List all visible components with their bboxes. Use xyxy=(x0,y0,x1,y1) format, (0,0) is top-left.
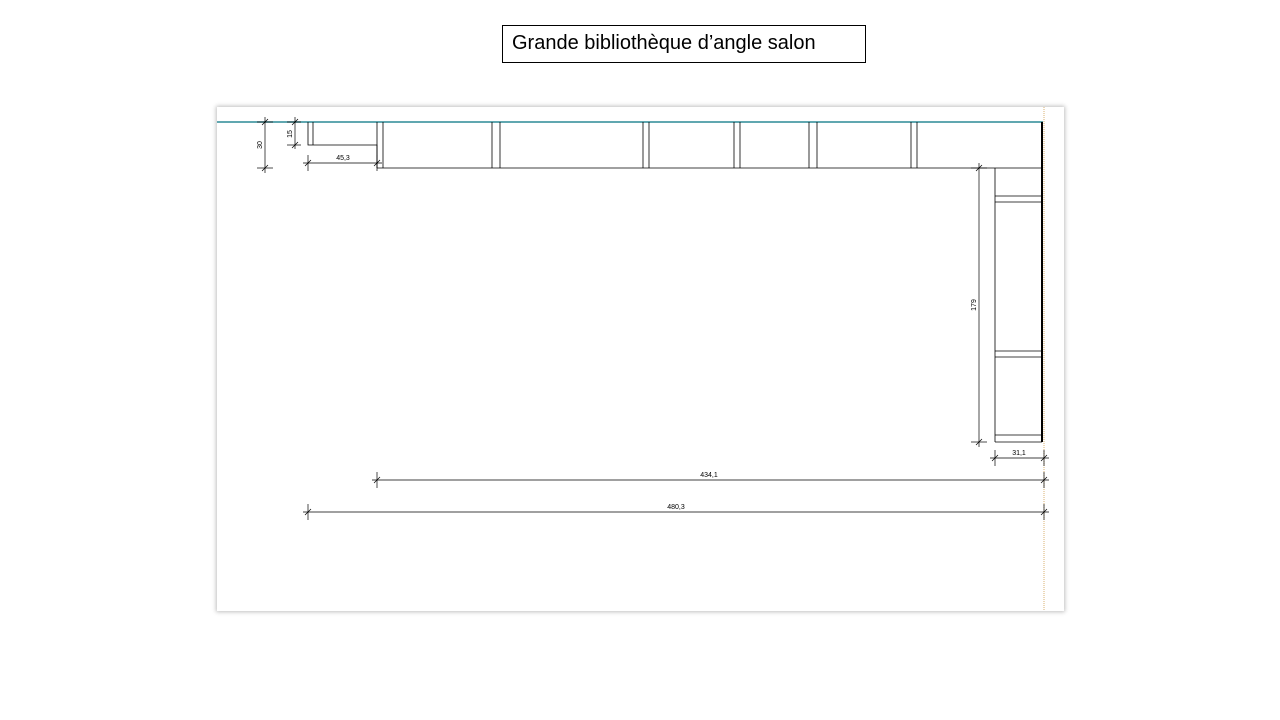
dimension-434-1-label: 434,1 xyxy=(700,472,718,479)
dimension-45-3-label: 45,3 xyxy=(336,155,350,162)
bookcase-top-run xyxy=(307,122,977,169)
dimension-15-label: 15 xyxy=(287,130,294,138)
dimension-45-3: 45,3 xyxy=(303,155,382,171)
dimension-480-3-label: 480,3 xyxy=(667,504,685,511)
dimension-30: 30 xyxy=(257,117,273,173)
drawing-sheet: 30 15 45,3 xyxy=(217,107,1064,611)
dimension-179: 179 xyxy=(971,163,987,447)
dimension-434-1: 434,1 xyxy=(372,472,1049,488)
bookcase-side-run xyxy=(977,122,1043,443)
dimension-179-label: 179 xyxy=(971,299,978,311)
dimension-30-label: 30 xyxy=(257,141,264,149)
floor-plan-drawing: 30 15 45,3 xyxy=(217,107,1049,611)
dimension-15: 15 xyxy=(287,117,301,149)
dimension-31-1: 31,1 xyxy=(990,450,1049,466)
drawing-title: Grande bibliothèque d’angle salon xyxy=(502,25,866,63)
dimension-31-1-label: 31,1 xyxy=(1012,450,1026,457)
dimension-480-3: 480,3 xyxy=(303,504,1049,520)
